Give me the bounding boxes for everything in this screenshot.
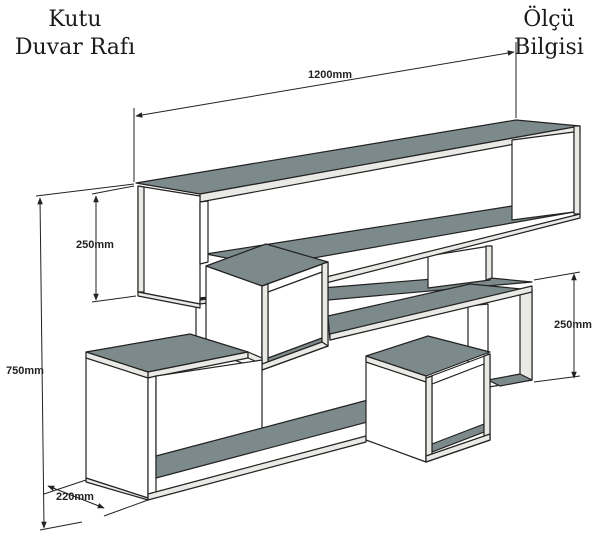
height-top-label: 250mm <box>76 239 114 251</box>
height-right-label: 250mm <box>554 319 592 331</box>
middle-long-shelf <box>327 283 533 341</box>
width-label: 1200mm <box>308 69 352 81</box>
bottom-right-cube <box>365 335 491 463</box>
product-title-line-2: Duvar Rafı <box>14 35 136 60</box>
measurement-title-line-1: Ölçü <box>523 7 575 32</box>
dimension-height-top: 250mm <box>76 185 137 303</box>
bottom-long-box <box>85 333 429 501</box>
height-total-label: 750mm <box>6 365 44 377</box>
measurement-title: Ölçü Bilgisi <box>504 6 594 62</box>
depth-label: 220mm <box>56 491 94 503</box>
dimension-depth: 220mm <box>43 479 149 517</box>
dimension-width: 1200mm <box>133 42 517 182</box>
measurement-title-line-2: Bilgisi <box>514 35 584 60</box>
product-title-line-1: Kutu <box>48 7 102 32</box>
dimension-height-right: 250mm <box>533 271 592 383</box>
dimension-height-total: 750mm <box>6 183 135 531</box>
product-title: Kutu Duvar Rafı <box>10 6 140 62</box>
